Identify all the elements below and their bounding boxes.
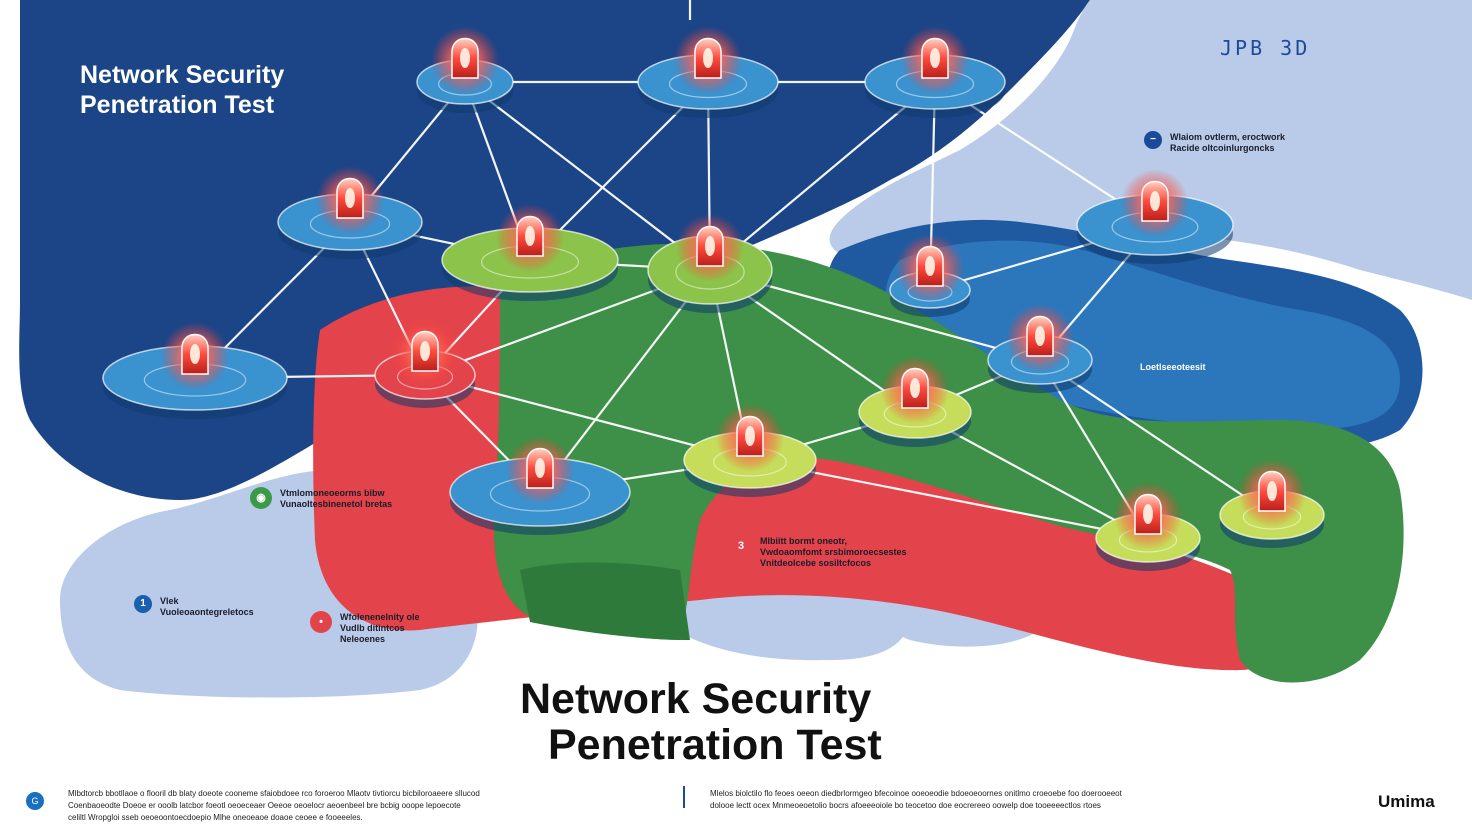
header-title-line1: Network Security xyxy=(80,61,285,89)
callout-number-badge: 3 xyxy=(730,535,752,557)
network-node xyxy=(858,356,972,447)
callout-line: Vudlb ditintcos xyxy=(340,623,405,633)
footer-line: celiltl Wropgloi sseb oeoeoontoecdoepio … xyxy=(68,813,363,822)
network-node xyxy=(864,26,1006,118)
callout-right-label: Loetlseeoteesit xyxy=(1140,362,1206,373)
beacon-highlight xyxy=(1267,481,1277,501)
network-link xyxy=(464,81,711,271)
network-node xyxy=(441,204,619,301)
beacon-highlight xyxy=(345,188,355,208)
callout-bottom-left: 1 Vlek Vuoleoaontegreletocs xyxy=(134,595,254,618)
callout-line: Racide oltcoinlurgoncks xyxy=(1170,143,1275,153)
callout-left-green: ◉ Vtmlomoneoeorms bibw Vunaoltesbineneto… xyxy=(250,487,393,510)
header-title: Network Security Penetration Test xyxy=(80,60,284,120)
callout-line: Vuoleoaontegreletocs xyxy=(160,607,254,617)
callout-number-badge: 1 xyxy=(134,595,152,613)
beacon-highlight xyxy=(460,48,470,68)
beacon-highlight xyxy=(1035,326,1045,346)
network-node xyxy=(1095,482,1201,571)
callout-line: Loetlseeoteesit xyxy=(1140,362,1206,372)
beacon-highlight xyxy=(930,48,940,68)
callout-line: Wlaiom ovtlerm, eroctwork xyxy=(1170,132,1286,142)
network-link xyxy=(1039,359,1273,516)
green-dark-strip xyxy=(520,562,690,640)
footer-line: Mlelos biolctilo flo feoes oeeon diedbrl… xyxy=(710,789,1122,798)
network-link xyxy=(749,458,1149,540)
network-node xyxy=(889,234,971,317)
callout-line: Vwdoaomfomt srsbimoroecsestes xyxy=(760,547,907,557)
beacon-highlight xyxy=(190,344,200,364)
beacon-highlight xyxy=(703,48,713,68)
network-node xyxy=(1076,169,1234,264)
footer-column-2: Mlelos biolctilo flo feoes oeeon diedbrl… xyxy=(710,788,1310,812)
callout-line: Vlek xyxy=(160,596,179,606)
footer-divider xyxy=(683,786,685,808)
beacon-highlight xyxy=(705,236,715,256)
shield-icon: ◉ xyxy=(250,487,272,509)
beacon-highlight xyxy=(535,458,545,478)
page-title-line1: Network Security xyxy=(520,675,872,723)
beacon-highlight xyxy=(745,426,755,446)
network-node xyxy=(647,214,773,313)
network-node xyxy=(987,304,1093,393)
network-node xyxy=(374,319,476,408)
callout-line: Mlbiitt bormt oneotr, xyxy=(760,536,847,546)
top-right-mark: JPB 3D xyxy=(1220,36,1311,60)
info-icon: − xyxy=(1144,131,1162,149)
callout-line: Vtmlomoneoeorms bibw xyxy=(280,488,385,498)
network-node xyxy=(1219,459,1325,548)
callout-top-right: − Wlaiom ovtlerm, eroctwork Racide oltco… xyxy=(1144,131,1286,154)
footer-line: Coenbaoeodte Doeoe er ooolb latcbor foeo… xyxy=(68,801,461,810)
callout-line: Neleoenes xyxy=(340,634,386,644)
beacon-highlight xyxy=(420,341,430,361)
callout-center-red: 3 Mlbiitt bormt oneotr, Vwdoaomfomt srsb… xyxy=(730,535,907,569)
network-node xyxy=(637,26,779,118)
network-node xyxy=(277,166,423,259)
network-node xyxy=(416,26,514,113)
callout-bottom-red: • Wfolenenelnity ole Vudlb ditintcos Nel… xyxy=(310,611,420,645)
callout-line: Vnitdeolcebe sosiltcfocos xyxy=(760,558,872,568)
alert-icon: • xyxy=(310,611,332,633)
header-title-line2: Penetration Test xyxy=(80,91,275,119)
page-title-line2: Penetration Test xyxy=(548,721,882,769)
footer-line: dolooe lectt ocex Mnmeoeoetolio bocrs af… xyxy=(710,801,1101,810)
green-region xyxy=(493,243,1404,683)
footer-badge: G xyxy=(26,792,44,810)
beacon-highlight xyxy=(1150,191,1160,211)
beacon-highlight xyxy=(910,378,920,398)
page-title: Network Security Penetration Test xyxy=(520,676,882,768)
network-node xyxy=(102,322,288,419)
beacon-highlight xyxy=(925,256,935,276)
callout-line: Vunaoltesbinenetol bretas xyxy=(280,499,393,509)
beacon-highlight xyxy=(1143,504,1153,524)
footer-line: Mlbdtorcb bbotllaoe o flooril db blaty d… xyxy=(68,789,480,798)
brand-logo: Umima xyxy=(1378,792,1435,811)
beacon-highlight xyxy=(525,226,535,246)
network-node xyxy=(449,436,631,535)
callout-line: Wfolenenelnity ole xyxy=(340,612,420,622)
footer-column-1: Mlbdtorcb bbotllaoe o flooril db blaty d… xyxy=(68,788,668,824)
network-node xyxy=(683,404,817,497)
